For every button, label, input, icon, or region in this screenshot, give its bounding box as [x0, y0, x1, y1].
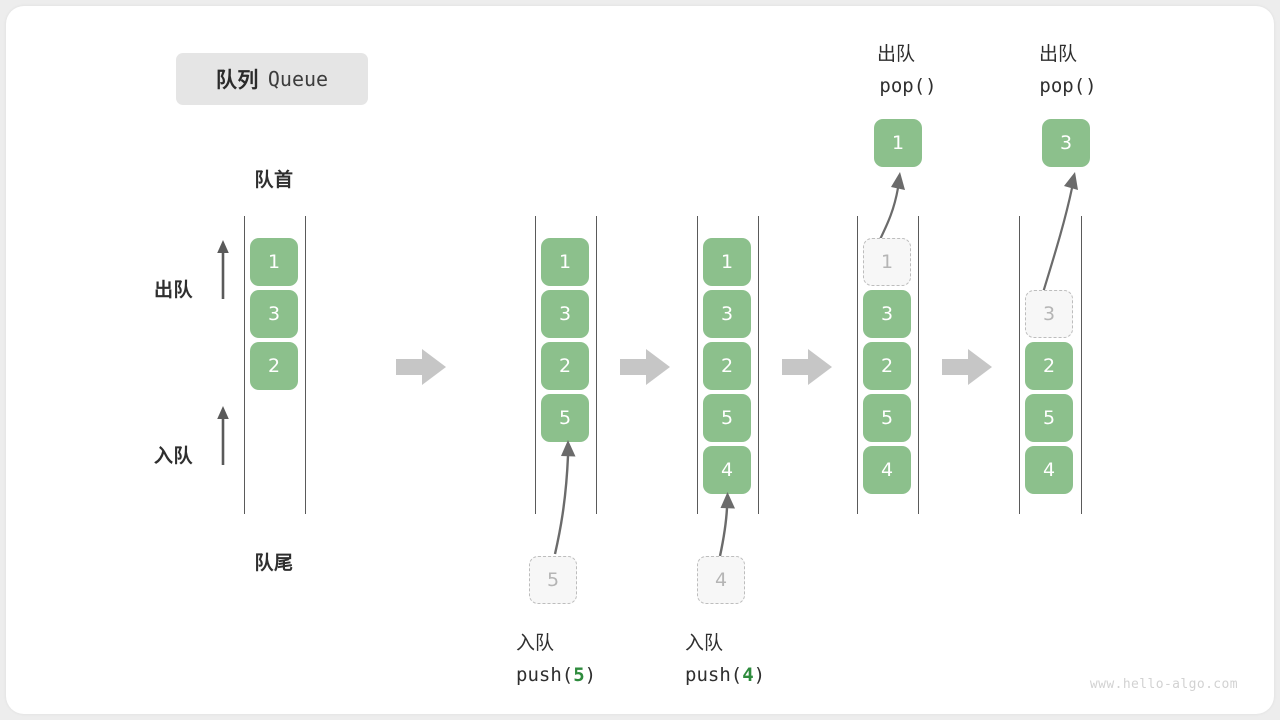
queue-cell-ghost: 3	[1025, 290, 1073, 338]
rail-right	[918, 216, 919, 514]
diagram-card: 队列 Queue 队首 队尾 出队 入队 1 3 2	[6, 6, 1274, 714]
push-4-arrow	[718, 492, 735, 557]
push-4-code-pre: push(	[685, 664, 743, 686]
pop-3-header-cn: 出队	[1038, 43, 1078, 65]
page-title-cn: 队列	[215, 68, 259, 92]
queue-cell: 5	[863, 394, 911, 442]
push-5-caption-cn: 入队	[516, 632, 555, 654]
enqueue-direction-arrow	[217, 406, 229, 465]
popped-element: 1	[874, 119, 922, 167]
rail-right	[596, 216, 597, 514]
push-4-code-arg: 4	[742, 664, 754, 686]
rail-left	[1019, 216, 1020, 514]
popped-element: 3	[1042, 119, 1090, 167]
rail-left	[535, 216, 536, 514]
queue-cell: 4	[863, 446, 911, 494]
page-title-en: Queue	[267, 67, 329, 91]
flow-arrow-icon	[942, 349, 992, 385]
enqueue-label: 入队	[154, 445, 194, 467]
queue-cell: 3	[703, 290, 751, 338]
diagram-title-chip: 队列 Queue	[176, 53, 368, 105]
rail-right	[1081, 216, 1082, 514]
pop-3-arrow	[1040, 172, 1078, 297]
queue-cell: 2	[863, 342, 911, 390]
flow-arrow-icon	[620, 349, 670, 385]
queue-cell: 5	[703, 394, 751, 442]
push-5-caption-code: push(5)	[516, 664, 596, 686]
incoming-element-ghost: 5	[529, 556, 577, 604]
queue-cell: 2	[250, 342, 298, 390]
push-5-code-post: )	[584, 664, 597, 686]
rail-left	[857, 216, 858, 514]
queue-cell: 5	[1025, 394, 1073, 442]
pop-1-header-code: pop()	[879, 75, 937, 97]
rear-label: 队尾	[254, 552, 294, 574]
queue-cell: 5	[541, 394, 589, 442]
pop-1-header-cn: 出队	[876, 43, 916, 65]
queue-cell: 1	[703, 238, 751, 286]
front-label: 队首	[254, 169, 294, 191]
rail-left	[697, 216, 698, 514]
queue-cell: 3	[250, 290, 298, 338]
queue-cell: 2	[1025, 342, 1073, 390]
queue-cell: 2	[703, 342, 751, 390]
queue-cell: 1	[541, 238, 589, 286]
queue-cell: 4	[1025, 446, 1073, 494]
flow-arrow-icon	[782, 349, 832, 385]
watermark: www.hello-algo.com	[1089, 677, 1238, 692]
rail-right	[305, 216, 306, 514]
push-4-caption-cn: 入队	[685, 632, 724, 654]
rail-left	[244, 216, 245, 514]
push-5-code-arg: 5	[573, 664, 585, 686]
queue-cell: 4	[703, 446, 751, 494]
queue-cell: 3	[541, 290, 589, 338]
rail-right	[758, 216, 759, 514]
queue-cell: 1	[250, 238, 298, 286]
incoming-element-ghost: 4	[697, 556, 745, 604]
queue-cell: 2	[541, 342, 589, 390]
queue-cell-ghost: 1	[863, 238, 911, 286]
push-5-code-pre: push(	[516, 664, 574, 686]
pop-3-header-code: pop()	[1039, 75, 1097, 97]
flow-arrow-icon	[396, 349, 446, 385]
push-4-caption-code: push(4)	[685, 664, 765, 686]
dequeue-direction-arrow	[217, 240, 229, 299]
push-4-code-post: )	[753, 664, 766, 686]
dequeue-label: 出队	[154, 279, 194, 301]
push-5-arrow	[553, 440, 576, 555]
queue-cell: 3	[863, 290, 911, 338]
